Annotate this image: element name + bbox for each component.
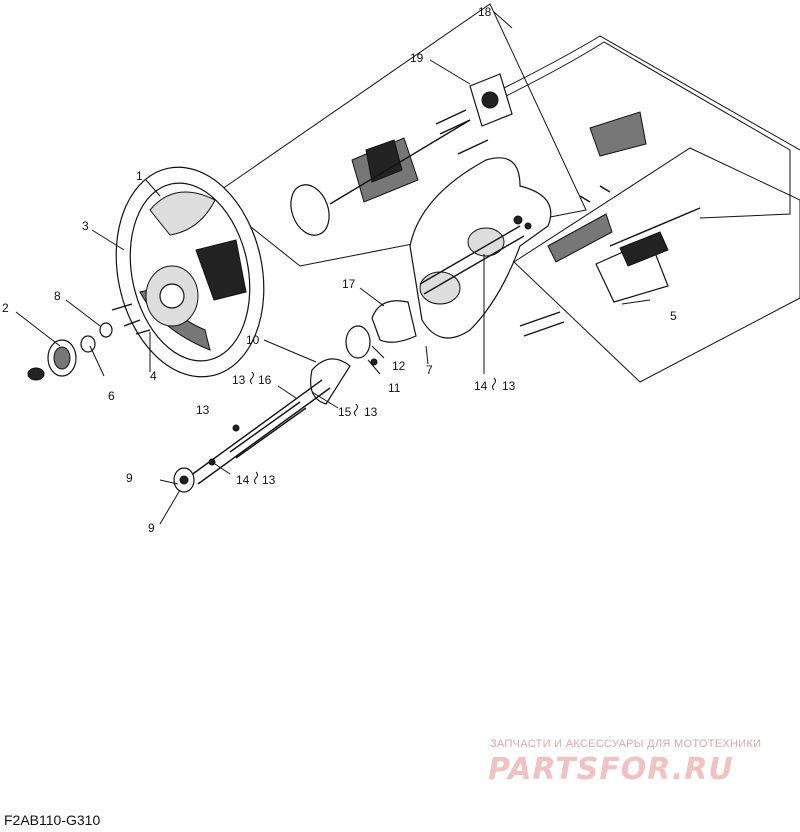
callout-4: 4 bbox=[150, 369, 157, 383]
callout-8: 8 bbox=[54, 289, 61, 303]
callout-15-13: 13 bbox=[364, 405, 378, 419]
steering-wheel bbox=[115, 166, 265, 378]
callout-17: 17 bbox=[342, 277, 356, 291]
upper-assembly bbox=[290, 73, 513, 236]
boot-and-clamp bbox=[345, 300, 417, 366]
callout-9-upper: 9 bbox=[126, 471, 133, 485]
callout-2: 2 bbox=[2, 301, 9, 315]
leader-lines bbox=[15, 11, 651, 525]
watermark-logo: PARTSFOR.RU bbox=[488, 752, 734, 787]
callout-19: 19 bbox=[410, 51, 424, 65]
callout-16: 16 bbox=[258, 373, 272, 387]
torque-symbols bbox=[250, 371, 496, 485]
callout-14-left: 14 bbox=[236, 473, 250, 487]
lower-shaft bbox=[173, 358, 351, 493]
upper-frame bbox=[211, 3, 587, 267]
callout-5: 5 bbox=[670, 309, 677, 323]
callout-14-left-13: 13 bbox=[262, 473, 276, 487]
callout-14-right: 14 bbox=[474, 379, 488, 393]
callout-15: 15 bbox=[338, 405, 352, 419]
callout-14-right-13: 13 bbox=[502, 379, 516, 393]
watermark-tagline: ЗАПЧАСТИ И АКСЕССУАРЫ ДЛЯ МОТОТЕХНИКИ bbox=[490, 738, 762, 750]
right-frame bbox=[513, 147, 800, 383]
callout-6: 6 bbox=[108, 389, 115, 403]
callout-11: 11 bbox=[388, 381, 401, 395]
control-cable bbox=[499, 35, 800, 219]
callout-18: 18 bbox=[478, 5, 492, 19]
callout-10: 10 bbox=[246, 333, 260, 347]
callout-13-a: 13 bbox=[232, 373, 246, 387]
hub-parts bbox=[27, 303, 151, 381]
callout-7: 7 bbox=[426, 363, 433, 377]
callout-3: 3 bbox=[82, 219, 89, 233]
middle-housing-details bbox=[419, 215, 532, 305]
drawing-code: F2AB110-G310 bbox=[4, 812, 101, 828]
right-bracket-assembly bbox=[519, 111, 701, 337]
callout-1: 1 bbox=[136, 169, 143, 183]
callout-12: 12 bbox=[392, 359, 406, 373]
callout-13-b: 13 bbox=[196, 403, 210, 417]
callout-9-lower: 9 bbox=[148, 521, 155, 535]
